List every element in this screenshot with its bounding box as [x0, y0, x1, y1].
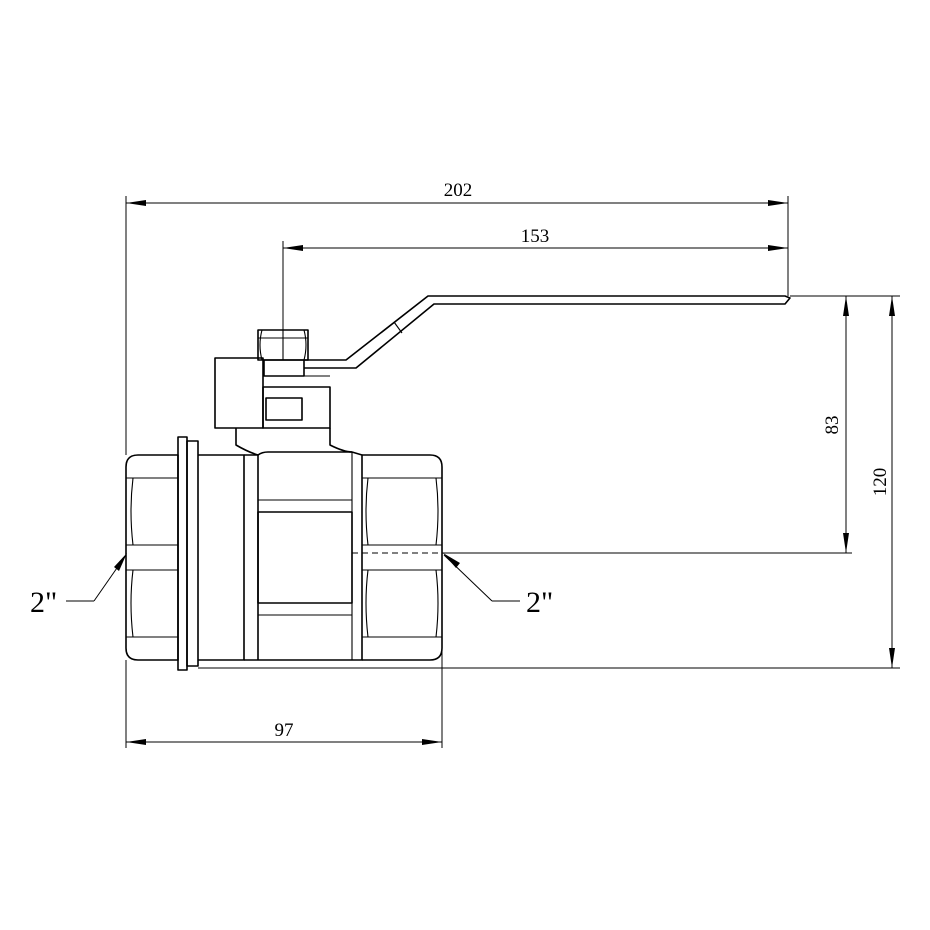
valve-body	[125, 329, 443, 671]
dim-body-length: 97	[125, 553, 443, 748]
union-ring	[177, 436, 244, 671]
stem-neck	[235, 427, 353, 456]
thread-leader-left: 2"	[30, 553, 127, 619]
dim-body-length-label: 97	[275, 720, 294, 741]
dim-handle-height: 83	[442, 295, 900, 554]
thread-size-left-label: 2"	[30, 586, 57, 619]
dim-overall-length: 202	[125, 180, 789, 455]
lever-handle	[304, 295, 791, 369]
right-hex-end	[362, 454, 443, 661]
dim-total-height-label: 120	[870, 468, 891, 497]
left-hex-end	[125, 454, 179, 661]
dim-overall-length-label: 202	[444, 180, 473, 201]
dim-handle-reach: 153	[282, 226, 788, 330]
dim-total-height: 120	[198, 296, 900, 669]
dim-handle-reach-label: 153	[521, 226, 550, 247]
central-body	[198, 451, 363, 661]
thread-leader-right: 2"	[443, 553, 553, 619]
dim-handle-height-label: 83	[822, 416, 843, 435]
thread-size-right-label: 2"	[526, 586, 553, 619]
hex-nut	[257, 329, 309, 377]
